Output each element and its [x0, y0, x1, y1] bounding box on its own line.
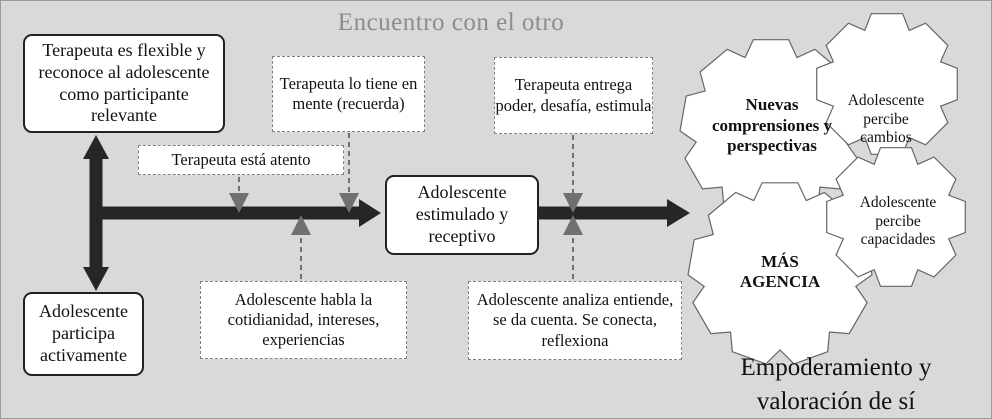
gear-icon: [826, 147, 966, 287]
dashed-box-empowers: Terapeuta entrega poder, desafía, estimu…: [494, 57, 653, 134]
dashed-box-analyzes: Adolescente analiza entiende, se da cuen…: [468, 281, 682, 360]
gear-label-more-agency: MÁS AGENCIA: [739, 251, 821, 291]
gear-label-new-understandings: Nuevas comprensiones y perspectivas: [711, 95, 833, 156]
gear-icon: [816, 13, 958, 155]
dashed-box-analyzes-text: Adolescente analiza entiende, se da cuen…: [476, 290, 674, 350]
outcome-flow-arrowhead: [667, 199, 690, 227]
dashed-box-everyday: Adolescente habla la cotidianidad, inter…: [200, 281, 407, 359]
footer-caption: Empoderamiento y valoración de sí: [740, 354, 932, 415]
dashed-box-everyday-text: Adolescente habla la cotidianidad, inter…: [227, 289, 380, 350]
vertical-arrowhead-up: [83, 135, 109, 159]
box-participates: Adolescente participa activamente: [23, 292, 144, 376]
box-therapist-flexible-text: Terapeuta es flexible y reconoce al adol…: [38, 39, 210, 126]
dashed-box-attentive: Terapeuta está atento: [138, 145, 344, 175]
gear-label-perceives-changes: Adolescente percibe cambios: [847, 92, 925, 147]
dashed-box-attentive-text: Terapeuta está atento: [171, 149, 311, 169]
dashed-box-empowers-text: Terapeuta entrega poder, desafía, estimu…: [495, 75, 652, 115]
box-stimulated: Adolescente estimulado y receptivo: [385, 175, 539, 255]
dashed-box-in-mind: Terapeuta lo tiene en mente (recuerda): [272, 56, 425, 132]
vertical-arrowhead-down: [83, 267, 109, 291]
box-stimulated-text: Adolescente estimulado y receptivo: [415, 182, 509, 246]
main-flow-arrowhead: [359, 199, 381, 227]
dashed-box-in-mind-text: Terapeuta lo tiene en mente (recuerda): [279, 73, 418, 113]
gear-label-perceives-capacities: Adolescente percibe capacidades: [859, 194, 937, 249]
box-participates-text: Adolescente participa activamente: [39, 301, 128, 365]
box-therapist-flexible: Terapeuta es flexible y reconoce al adol…: [23, 34, 225, 133]
diagram-title: Encuentro con el otro: [337, 9, 565, 36]
